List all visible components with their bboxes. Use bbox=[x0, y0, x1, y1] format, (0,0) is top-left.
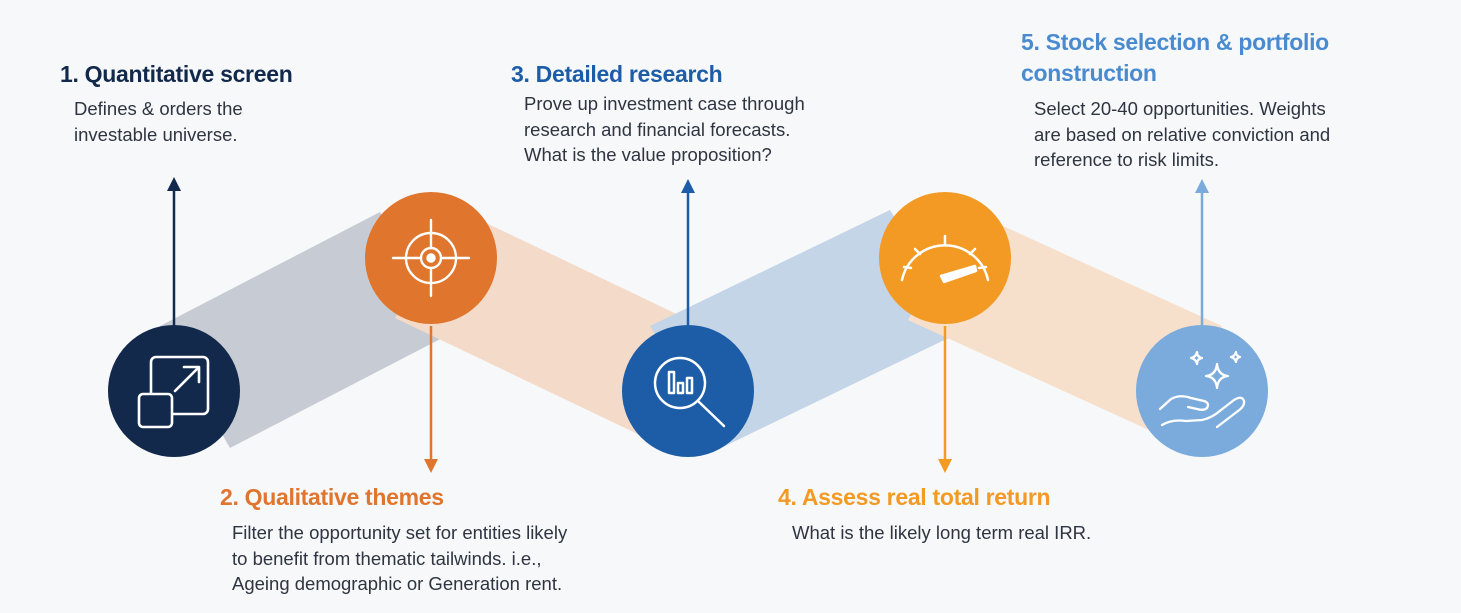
step-1-title: 1. Quantitative screen bbox=[60, 61, 293, 87]
step-5-description-line: Select 20-40 opportunities. Weights bbox=[1034, 98, 1326, 119]
step-1-node bbox=[108, 325, 240, 457]
step-2-node bbox=[365, 192, 497, 324]
step-2-description-line: Filter the opportunity set for entities … bbox=[232, 522, 568, 543]
step-5-title: 5. Stock selection & portfolio construct… bbox=[1021, 27, 1329, 89]
speedometer-icon bbox=[900, 234, 990, 284]
step-2-title: 2. Qualitative themes bbox=[220, 484, 444, 510]
step-1-description-line: Defines & orders the bbox=[74, 98, 243, 119]
step-5-description-line: reference to risk limits. bbox=[1034, 149, 1220, 170]
step-4-title: 4. Assess real total return bbox=[778, 484, 1051, 510]
magnifier-chart-icon bbox=[653, 356, 726, 428]
step-4-description-line: What is the likely long term real IRR. bbox=[792, 522, 1092, 543]
expand-arrow-icon bbox=[137, 355, 210, 429]
step-3-node bbox=[622, 325, 754, 457]
step-2-description: Filter the opportunity set for entities … bbox=[232, 520, 567, 597]
step-5-title-line: 5. Stock selection & portfolio bbox=[1021, 29, 1329, 55]
step-5-description-line: are based on relative conviction and bbox=[1034, 123, 1331, 145]
step-3-description-line: What is the value proposition? bbox=[524, 144, 772, 165]
hand-sparkles-icon bbox=[1158, 350, 1246, 429]
step-1-description-line: investable universe. bbox=[74, 123, 238, 145]
step-5-node bbox=[1136, 325, 1268, 457]
step-5-description: Select 20-40 opportunities. Weights are … bbox=[1034, 96, 1330, 173]
step-1-description: Defines & orders the investable universe… bbox=[74, 96, 243, 147]
step-5-title-line: construction bbox=[1021, 60, 1157, 86]
step-3-title: 3. Detailed research bbox=[511, 61, 723, 87]
target-crosshair-icon bbox=[391, 218, 471, 298]
step-arrows bbox=[167, 177, 1209, 473]
step-3-description: Prove up investment case through researc… bbox=[524, 91, 805, 168]
step-3-description-line: research and financial forecasts. bbox=[524, 118, 791, 140]
step-3-description-line: Prove up investment case through bbox=[524, 93, 805, 114]
step-2-description-line: Ageing demographic or Generation rent. bbox=[232, 573, 563, 594]
step-2-description-line: to benefit from thematic tailwinds. i.e.… bbox=[232, 547, 542, 569]
step-4-node bbox=[879, 192, 1011, 324]
step-4-description: What is the likely long term real IRR. bbox=[792, 520, 1091, 546]
